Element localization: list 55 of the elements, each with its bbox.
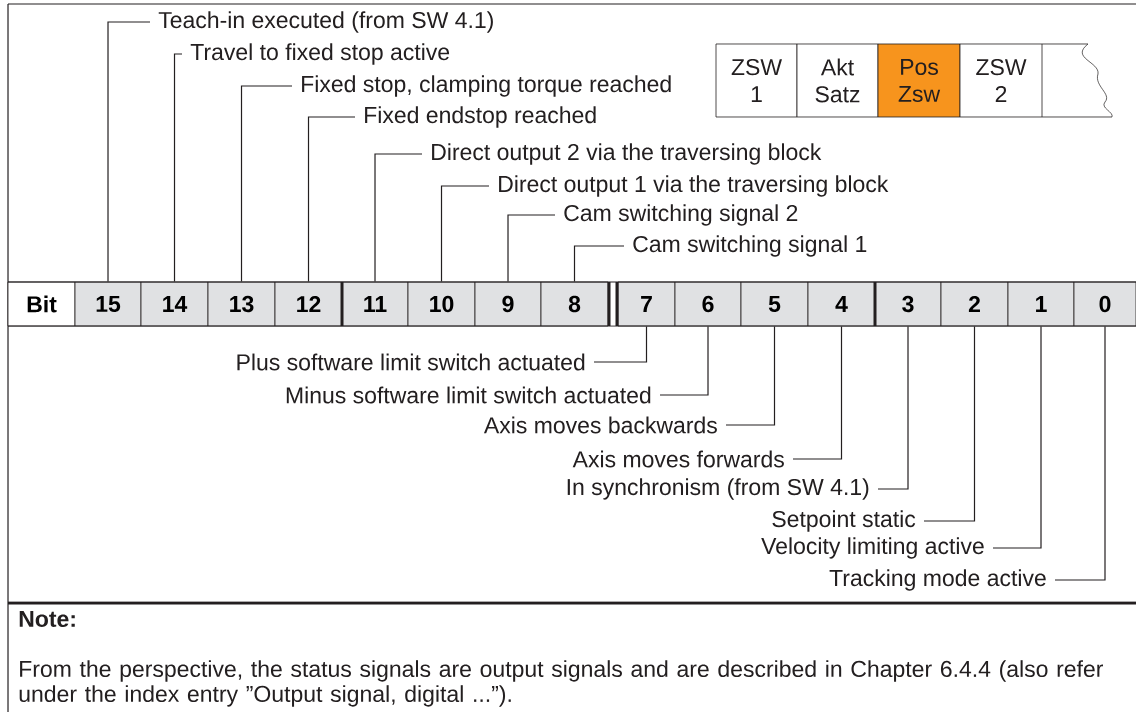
status-description: Fixed endstop reached [365, 106, 596, 128]
bit-number-cell: 2 [940, 281, 1009, 327]
bit-number-cell: 8 [540, 281, 609, 327]
word-cell: Pos Zsw [877, 43, 961, 118]
leader-line [792, 325, 843, 460]
torn-cell [1041, 43, 1113, 118]
status-description: In synchronism (from SW 4.1) [567, 478, 869, 500]
leader-line [173, 53, 183, 283]
bit-number-cell: 10 [407, 281, 476, 327]
leader-line [1054, 325, 1106, 581]
leader-line [374, 153, 423, 283]
status-description: Fixed stop, clamping torque reached [302, 75, 671, 97]
bit-number-cell: 11 [341, 281, 409, 327]
bit-number-cell: 9 [474, 281, 542, 327]
status-description: Setpoint static [772, 510, 916, 532]
bit-number-cell: 15 [74, 281, 142, 327]
word-cell: ZSW 1 [715, 43, 798, 118]
status-description: Cam switching signal 2 [564, 204, 798, 226]
bit-number-cell: 5 [740, 281, 809, 327]
status-description: Teach-in executed (from SW 4.1) [158, 11, 493, 33]
word-cell: Akt Satz [796, 43, 879, 118]
word-cell: ZSW 2 [959, 43, 1043, 118]
bit-number-cell: 13 [207, 281, 276, 327]
bit-number-cell: 14 [140, 281, 209, 327]
leader-line [593, 325, 648, 363]
leader-line [307, 116, 356, 283]
bit-number-cell: 6 [674, 281, 742, 327]
bit-number-cell: 12 [274, 281, 343, 327]
status-description: Axis moves backwards [483, 416, 717, 434]
leader-line [877, 325, 909, 490]
bit-label-cell: Bit [7, 281, 76, 327]
status-description: Axis moves forwards [572, 450, 784, 468]
bit-number-cell: 3 [874, 281, 942, 327]
status-description: Cam switching signal 1 [633, 235, 867, 257]
leader-line [107, 21, 151, 283]
status-description: Direct output 1 via the traversing block [499, 175, 889, 197]
note-heading: Note: [19, 610, 75, 627]
leader-line [440, 185, 490, 283]
bit-number-cell: 1 [1007, 281, 1075, 327]
leader-line [725, 325, 776, 426]
leader-line [659, 325, 709, 396]
leader-line [923, 325, 976, 522]
status-description: Minus software limit switch actuated [286, 386, 651, 404]
status-description: Velocity limiting active [761, 537, 984, 559]
status-description: Direct output 2 via the traversing block [432, 143, 822, 165]
leader-line [240, 85, 293, 283]
note-text: From the perspective, the status signals are output signals and are described in Chapter 6.4.4 (also refer under the index entry ”Output signal, digital ...”). [19, 660, 1103, 707]
leader-line [573, 245, 625, 283]
status-description: Tracking mode active [829, 569, 1046, 591]
leader-line [507, 214, 556, 283]
status-description: Plus software limit switch actuated [237, 353, 585, 371]
leader-line [992, 325, 1042, 549]
status-description: Travel to fixed stop active [190, 43, 450, 65]
bit-number-cell: 0 [1073, 281, 1136, 327]
bit-number-cell: 4 [807, 281, 876, 327]
